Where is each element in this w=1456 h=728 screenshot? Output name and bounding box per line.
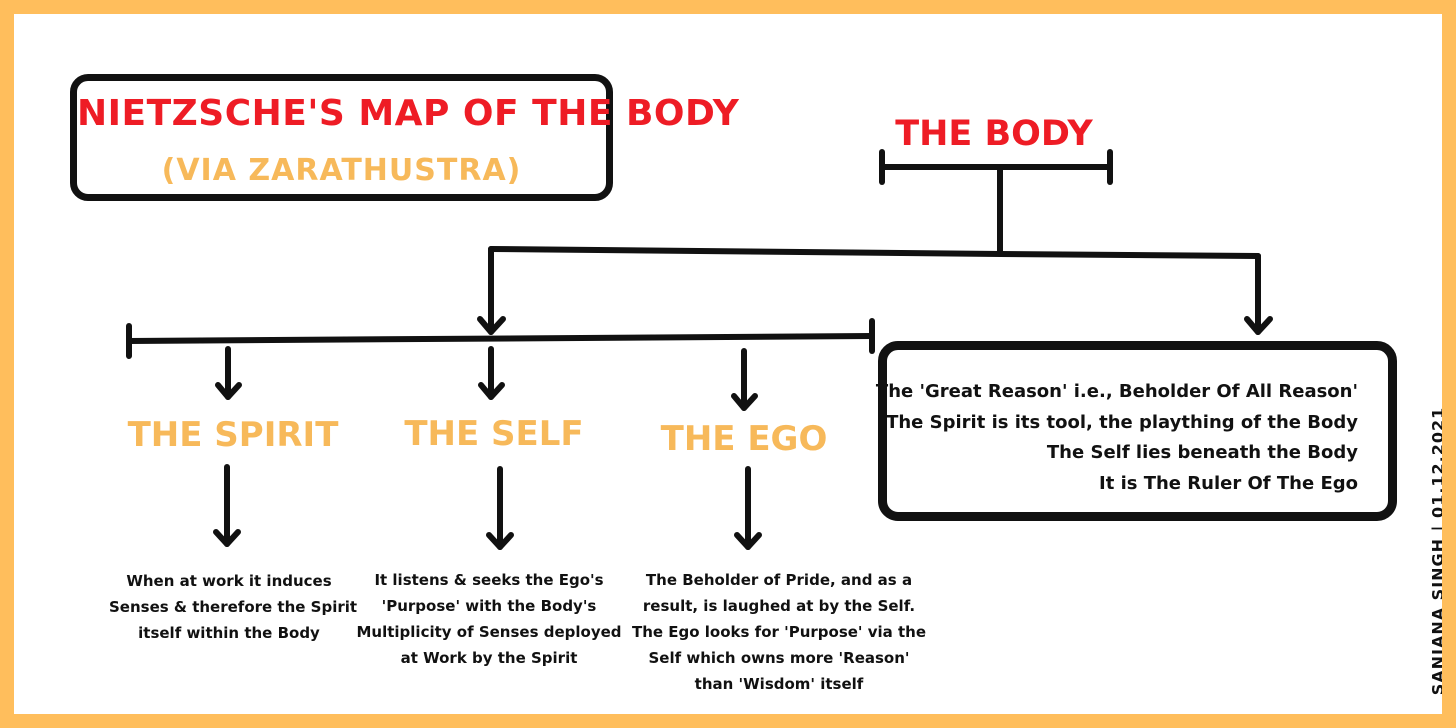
root-node-label: The Body bbox=[895, 114, 1093, 154]
author-credit: SANJANA SINGH | 01.12.2021 bbox=[1428, 406, 1448, 696]
arrowhead-spirit bbox=[215, 382, 242, 400]
spirit-description: When at work it induces Senses & therefo… bbox=[109, 568, 358, 646]
arrowhead-ego-desc bbox=[734, 532, 762, 550]
ego-description-line: The Ego looks for 'Purpose' via the bbox=[631, 623, 927, 641]
self-description-line: 'Purpose' with the Body's bbox=[381, 597, 597, 615]
great-reason-line: It is The Ruler Of The Ego bbox=[1099, 472, 1358, 494]
great-reason-line: The Spirit is its tool, the plaything of… bbox=[886, 411, 1358, 433]
self-description-line: It listens & seeks the Ego's bbox=[374, 571, 604, 589]
great-reason-box: The 'Great Reason' i.e., Beholder Of All… bbox=[876, 341, 1397, 521]
ego-description-line: The Beholder of Pride, and as a bbox=[645, 571, 913, 589]
great-reason-line: The 'Great Reason' i.e., Beholder Of All… bbox=[875, 381, 1358, 402]
connector-lines bbox=[126, 149, 1273, 550]
ego-description-line: result, is laughed at by the Self. bbox=[642, 597, 916, 615]
ego-description-line: Self which owns more 'Reason' bbox=[648, 649, 910, 667]
arrowhead-self bbox=[478, 382, 505, 400]
arrowhead-ego bbox=[731, 393, 758, 411]
title-box: Nietzsche's Map of the Body (Via Zarathu… bbox=[70, 74, 740, 201]
great-reason-text: The 'Great Reason' i.e., Beholder Of All… bbox=[876, 377, 1358, 499]
self-node-label: The Self bbox=[404, 414, 584, 454]
great-reason-line: The Self lies beneath the Body bbox=[1046, 442, 1358, 463]
self-description-line: Multiplicity of Senses deployed bbox=[356, 623, 622, 641]
branch-line bbox=[488, 246, 1261, 259]
spirit-node-label: The Spirit bbox=[127, 415, 339, 455]
arrowhead-great-reason bbox=[1244, 316, 1273, 335]
page-subtitle: (Via Zarathustra) bbox=[161, 153, 522, 188]
arrowhead-self-desc bbox=[486, 532, 514, 550]
self-description-line: at Work by the Spirit bbox=[400, 649, 578, 667]
children-bar bbox=[126, 333, 875, 344]
spirit-description-line: Senses & therefore the Spirit bbox=[109, 598, 358, 616]
page-title: Nietzsche's Map of the Body bbox=[77, 93, 740, 134]
ego-description-line: than 'Wisdom' itself bbox=[694, 675, 864, 693]
arrowhead-children-bar bbox=[477, 316, 506, 335]
arrowhead-spirit-desc bbox=[213, 529, 241, 547]
ego-node-label: The Ego bbox=[660, 419, 828, 459]
spirit-description-line: itself within the Body bbox=[138, 624, 320, 642]
ego-description: The Beholder of Pride, and as a result, … bbox=[629, 567, 929, 697]
self-description: It listens & seeks the Ego's 'Purpose' w… bbox=[354, 567, 624, 671]
spirit-description-line: When at work it induces bbox=[126, 572, 332, 590]
